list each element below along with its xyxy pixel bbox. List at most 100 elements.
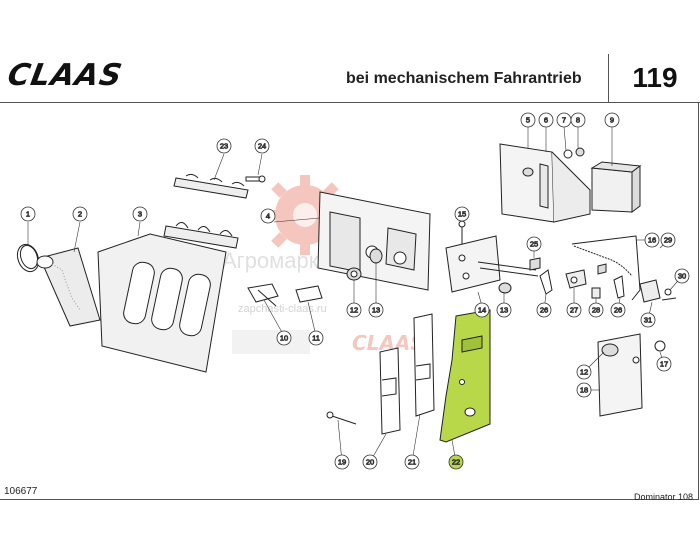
svg-text:17: 17 bbox=[660, 360, 668, 369]
callout-15[interactable]: 15 bbox=[454, 206, 470, 222]
callout-21[interactable]: 21 bbox=[404, 454, 420, 470]
part-14-bracket bbox=[445, 235, 501, 293]
callout-26-right[interactable]: 26 bbox=[610, 302, 626, 318]
part-25-clip bbox=[529, 257, 607, 275]
callout-30[interactable]: 30 bbox=[674, 268, 690, 284]
part-4-frame-plate bbox=[317, 191, 431, 291]
svg-text:11: 11 bbox=[312, 334, 320, 343]
svg-text:4: 4 bbox=[266, 212, 270, 221]
svg-text:26: 26 bbox=[614, 306, 622, 315]
svg-text:5: 5 bbox=[526, 116, 530, 125]
part-16-cable-bracket bbox=[571, 235, 641, 301]
callout-20[interactable]: 20 bbox=[362, 454, 378, 470]
svg-text:27: 27 bbox=[570, 306, 578, 315]
svg-text:31: 31 bbox=[644, 316, 652, 325]
header-divider bbox=[0, 102, 700, 103]
part-26-lever bbox=[539, 269, 625, 299]
callout-11[interactable]: 11 bbox=[308, 330, 324, 346]
callout-6[interactable]: 6 bbox=[538, 112, 554, 128]
part-5-6-housing bbox=[499, 143, 591, 223]
part-10-bracket bbox=[247, 283, 279, 307]
callout-2[interactable]: 2 bbox=[72, 206, 88, 222]
svg-text:28: 28 bbox=[592, 306, 600, 315]
svg-text:13: 13 bbox=[372, 306, 380, 315]
svg-text:30: 30 bbox=[678, 272, 686, 281]
callout-16[interactable]: 16 bbox=[644, 232, 660, 248]
svg-text:12: 12 bbox=[350, 306, 358, 315]
part-21-side-sheet bbox=[413, 313, 435, 417]
callout-26-left[interactable]: 26 bbox=[536, 302, 552, 318]
document-number: 106677 bbox=[4, 486, 38, 497]
callout-23[interactable]: 23 bbox=[216, 138, 232, 154]
part-3-cover-plate bbox=[97, 233, 227, 373]
callout-9[interactable]: 9 bbox=[604, 112, 620, 128]
part-13-nut-upper bbox=[369, 248, 383, 264]
callout-25[interactable]: 25 bbox=[526, 236, 542, 252]
callout-12-upper[interactable]: 12 bbox=[346, 302, 362, 318]
part-12-bushing-upper bbox=[346, 267, 362, 281]
callout-4[interactable]: 4 bbox=[260, 208, 276, 224]
callout-7[interactable]: 7 bbox=[556, 112, 572, 128]
svg-text:25: 25 bbox=[530, 240, 538, 249]
part-18-bracket bbox=[597, 333, 643, 417]
svg-text:2: 2 bbox=[78, 210, 82, 219]
watermark-url: zapchasti-claas.ru bbox=[238, 303, 327, 315]
part-9-box bbox=[590, 161, 642, 213]
part-19-screw bbox=[326, 411, 357, 425]
part-27-switch bbox=[565, 269, 587, 289]
part-13-nut-lower bbox=[498, 282, 512, 294]
svg-text:14: 14 bbox=[478, 306, 486, 315]
callout-13-lower[interactable]: 13 bbox=[496, 302, 512, 318]
callout-19[interactable]: 19 bbox=[334, 454, 350, 470]
svg-text:19: 19 bbox=[338, 458, 346, 467]
svg-text:23: 23 bbox=[220, 142, 228, 151]
svg-text:8: 8 bbox=[576, 116, 580, 125]
callout-18[interactable]: 18 bbox=[576, 382, 592, 398]
machine-model: Dominator 108 bbox=[634, 492, 694, 502]
svg-text:18: 18 bbox=[580, 386, 588, 395]
svg-text:7: 7 bbox=[562, 116, 566, 125]
callout-27[interactable]: 27 bbox=[566, 302, 582, 318]
svg-text:13: 13 bbox=[500, 306, 508, 315]
page-number: 119 bbox=[608, 54, 700, 102]
part-2-cone bbox=[36, 247, 101, 327]
svg-text:3: 3 bbox=[138, 210, 142, 219]
part-7-washer bbox=[563, 149, 573, 159]
svg-text:21: 21 bbox=[408, 458, 416, 467]
svg-text:1: 1 bbox=[26, 210, 30, 219]
part-23-bracket-strip bbox=[173, 173, 249, 199]
callout-24[interactable]: 24 bbox=[254, 138, 270, 154]
callout-14[interactable]: 14 bbox=[474, 302, 490, 318]
part-22-highlighted-plate bbox=[439, 309, 491, 443]
svg-text:20: 20 bbox=[366, 458, 374, 467]
callout-1[interactable]: 1 bbox=[20, 206, 36, 222]
part-1-hose-clamp bbox=[16, 243, 40, 273]
svg-text:10: 10 bbox=[280, 334, 288, 343]
callout-22[interactable]: 22 bbox=[448, 454, 464, 470]
callout-12-lower[interactable]: 12 bbox=[576, 364, 592, 380]
svg-text:15: 15 bbox=[458, 210, 466, 219]
part-17-washer bbox=[654, 340, 666, 352]
callout-5[interactable]: 5 bbox=[520, 112, 536, 128]
callout-10[interactable]: 10 bbox=[276, 330, 292, 346]
callout-29[interactable]: 29 bbox=[660, 232, 676, 248]
svg-text:24: 24 bbox=[258, 142, 266, 151]
callout-13-upper[interactable]: 13 bbox=[368, 302, 384, 318]
diagram-frame bbox=[0, 102, 699, 500]
svg-text:12: 12 bbox=[580, 368, 588, 377]
callouts: 1 2 3 23 24 4 5 6 7 8 9 15 25 16 29 30 1… bbox=[20, 112, 690, 470]
part-11-bracket bbox=[295, 285, 323, 303]
svg-text:26: 26 bbox=[540, 306, 548, 315]
svg-text:6: 6 bbox=[544, 116, 548, 125]
part-30-31-linkage bbox=[639, 279, 677, 303]
callout-28[interactable]: 28 bbox=[588, 302, 604, 318]
part-3-top-strip bbox=[163, 222, 239, 249]
callout-31[interactable]: 31 bbox=[640, 312, 656, 328]
callout-3[interactable]: 3 bbox=[132, 206, 148, 222]
svg-text:22: 22 bbox=[452, 458, 460, 467]
svg-text:9: 9 bbox=[610, 116, 614, 125]
callout-8[interactable]: 8 bbox=[570, 112, 586, 128]
callout-17[interactable]: 17 bbox=[656, 356, 672, 372]
